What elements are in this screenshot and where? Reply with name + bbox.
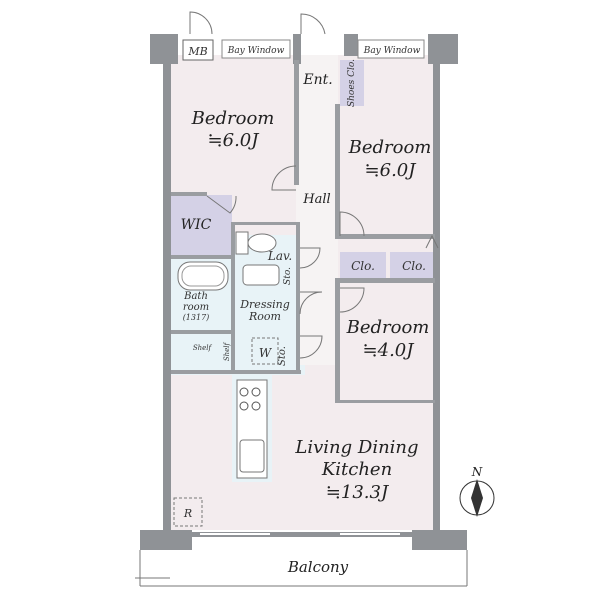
interior-walls — [171, 60, 435, 403]
shelf-left-label: Shelf — [193, 344, 213, 352]
kitchen-sink — [239, 439, 265, 473]
north-arrow-icon — [471, 479, 483, 517]
dressing-label-line1: Dressing — [239, 298, 290, 311]
washer-label: W — [259, 346, 273, 360]
washer-space — [251, 337, 279, 365]
lav-label: Lav. — [267, 249, 292, 263]
wall-east — [433, 60, 440, 535]
wall-wet-east — [296, 222, 300, 372]
bedroom-nw-name: Bedroom — [191, 108, 275, 129]
mb-box — [182, 39, 214, 61]
door-bedroom-se — [339, 287, 365, 313]
wall-bedroom-se-west — [335, 283, 340, 403]
wall-bedroom-ne-west — [335, 104, 340, 234]
clo-left-label: Clo. — [351, 259, 375, 273]
shoes-closet-label: Shoes Clo. — [347, 59, 357, 107]
wall-south — [192, 532, 412, 537]
wall-bedroom-nw-east — [294, 60, 299, 185]
door-mb — [189, 11, 213, 35]
bedroom-se-size: ≒4.0J — [363, 340, 416, 361]
balcony-label: Balcony — [287, 558, 349, 576]
wash-basin — [242, 264, 280, 286]
bath-label-line1: Bath — [183, 291, 208, 302]
wall-bedroom-ne-south — [335, 234, 435, 239]
ldk-size: ≒13.3J — [326, 482, 390, 503]
refrigerator-label: R — [183, 507, 192, 520]
wic-closet — [170, 195, 232, 255]
wall-bath-top — [171, 255, 235, 259]
stove-burner-4 — [251, 401, 261, 411]
refrigerator-space — [173, 497, 203, 527]
door-dressing — [299, 291, 323, 315]
hall-label: Hall — [302, 192, 330, 207]
stove-burner-2 — [251, 387, 261, 397]
sto-upper-label: Sto. — [283, 267, 293, 285]
wall-wet-bottom — [171, 370, 301, 374]
bedroom-se-name: Bedroom — [346, 317, 430, 338]
bath-label-line2: room — [183, 302, 209, 313]
compass: N — [459, 465, 495, 517]
wall-wic-top — [171, 192, 207, 196]
doors — [189, 11, 439, 359]
windows — [200, 39, 425, 535]
door-toilet — [299, 247, 321, 269]
wall-west — [163, 60, 171, 535]
wall-corner-sw — [140, 530, 192, 550]
stove-burner-3 — [239, 401, 249, 411]
wall-closets-south — [335, 278, 435, 283]
fixtures — [173, 231, 280, 527]
closet-left-box — [340, 252, 386, 278]
door-entrance — [300, 13, 326, 35]
toilet-bowl — [247, 233, 277, 253]
bay-window-left — [221, 39, 291, 59]
bedroom-nw-size: ≒6.0J — [208, 130, 261, 151]
exterior-walls — [140, 34, 467, 550]
shoes-closet-box — [340, 60, 364, 106]
dressing-label-line2: Room — [248, 310, 281, 323]
bedroom-ne-name: Bedroom — [348, 137, 432, 158]
bedroom-ne-size: ≒6.0J — [365, 160, 418, 181]
wall-wet-west — [231, 222, 235, 372]
bath-size-label: (1317) — [183, 313, 210, 322]
wall-corner-ne — [428, 34, 458, 64]
wall-bath-bottom — [171, 330, 235, 334]
wall-corner-nw — [150, 34, 178, 64]
wall-bedroom-se-south — [335, 400, 435, 403]
wic-label: WIC — [181, 217, 212, 233]
bathtub-inner — [181, 265, 225, 287]
wall-toilet-top — [232, 222, 298, 225]
sto-lower-label: Sto. — [277, 346, 288, 366]
closet-right-box — [390, 252, 436, 278]
door-hall-ldk — [299, 335, 323, 359]
bay-window-right — [357, 39, 425, 59]
ldk-label-line2: Kitchen — [321, 459, 392, 480]
balcony-area — [135, 550, 468, 587]
wall-corner-se — [412, 530, 467, 550]
bathtub — [177, 261, 229, 291]
clo-right-label: Clo. — [402, 259, 426, 273]
compass-north-label: N — [471, 465, 483, 479]
wall-entry-left — [293, 34, 301, 64]
door-wic — [206, 195, 237, 214]
floors — [165, 55, 437, 530]
entrance-label: Ent. — [302, 72, 332, 88]
bay-window-right-label: Bay Window — [363, 46, 421, 56]
wall-entry-right — [344, 34, 358, 56]
door-bedroom-nw — [271, 165, 297, 191]
mb-label: MB — [187, 45, 207, 58]
door-bedroom-ne — [339, 211, 365, 237]
ldk-label-line1: Living Dining — [294, 437, 418, 458]
shelf-right-label: Shelf — [223, 341, 231, 361]
closet-fold-mark — [425, 234, 439, 249]
kitchen-counter — [236, 379, 268, 479]
labels: MB Bay Window Bay Window Ent. Shoes Clo.… — [181, 39, 432, 576]
stove-burner-1 — [239, 387, 249, 397]
toilet-tank — [235, 231, 249, 255]
hall-floor — [296, 55, 338, 365]
bay-window-left-label: Bay Window — [227, 46, 285, 56]
